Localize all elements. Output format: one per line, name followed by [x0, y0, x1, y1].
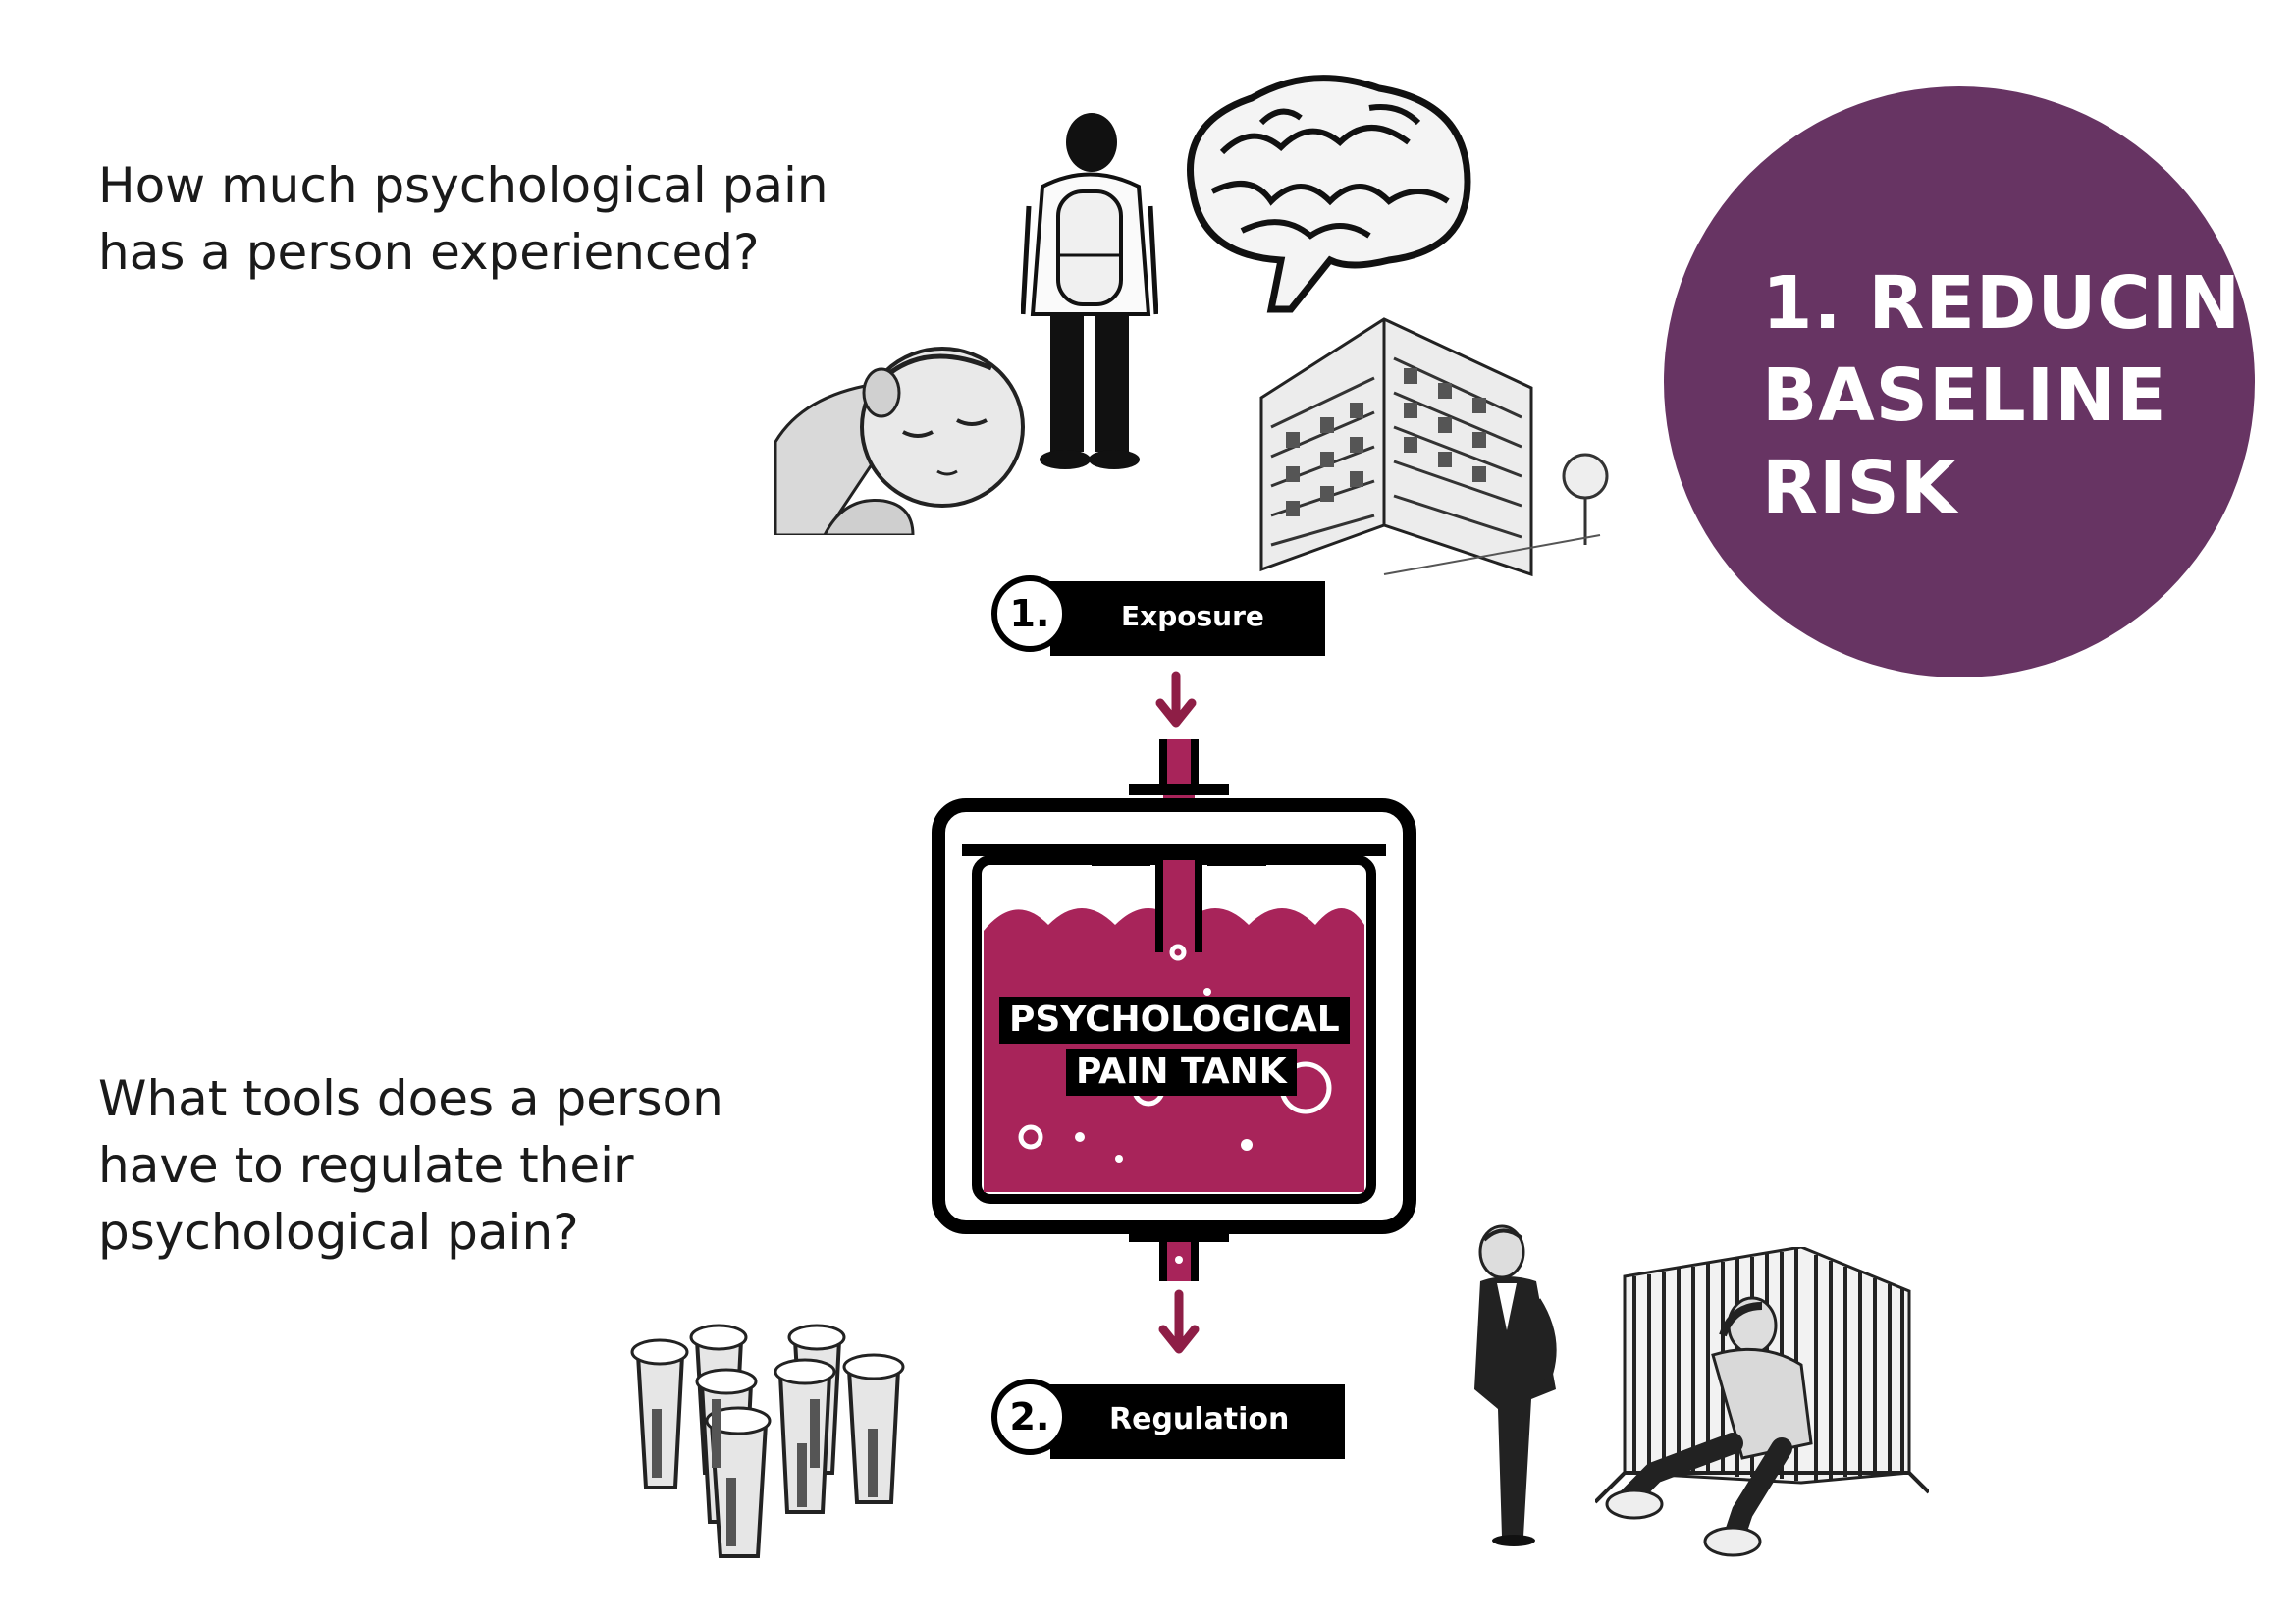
- regulation-question: What tools does a person have to regulat…: [98, 1070, 723, 1261]
- person-in-corner-illustration: [1595, 1247, 1929, 1557]
- beer-glasses-illustration: [630, 1324, 905, 1558]
- exposure-step-number: 1.: [991, 575, 1068, 652]
- baby-sleeping-illustration: [774, 347, 1025, 535]
- exposure-question: How much psychological pain has a person…: [98, 157, 828, 281]
- tank-label-line-1: PSYCHOLOGICAL: [999, 997, 1350, 1044]
- regulation-step-label: Regulation: [1109, 1402, 1290, 1436]
- outflow-arrow-icon: [1158, 1289, 1200, 1354]
- exposure-step-bar: [1050, 581, 1325, 656]
- regulation-step: 2. Regulation: [991, 1379, 1345, 1461]
- exposure-step: 1. Exposure: [991, 575, 1325, 658]
- tank-label-line-2: PAIN TANK: [1066, 1049, 1297, 1096]
- pain-tank-diagram: [932, 671, 1416, 1354]
- regulation-step-number: 2.: [991, 1379, 1068, 1455]
- brain-illustration: [1187, 75, 1471, 313]
- exposure-step-label: Exposure: [1121, 600, 1264, 632]
- inflow-arrow-icon: [1155, 671, 1197, 728]
- section-title-line-3: RISK: [1762, 446, 1958, 530]
- apartment-building-illustration: [1259, 317, 1609, 577]
- elderly-man-illustration: [1474, 1224, 1557, 1546]
- child-with-backpack-illustration: [1021, 113, 1158, 469]
- section-title: 1. REDUCING BASELINE RISK: [1762, 257, 2296, 534]
- section-title-line-2: BASELINE: [1762, 353, 2167, 438]
- regulation-step-bar: [1050, 1384, 1345, 1459]
- section-badge: [1664, 86, 2255, 677]
- section-title-line-1: 1. REDUCING: [1762, 261, 2296, 346]
